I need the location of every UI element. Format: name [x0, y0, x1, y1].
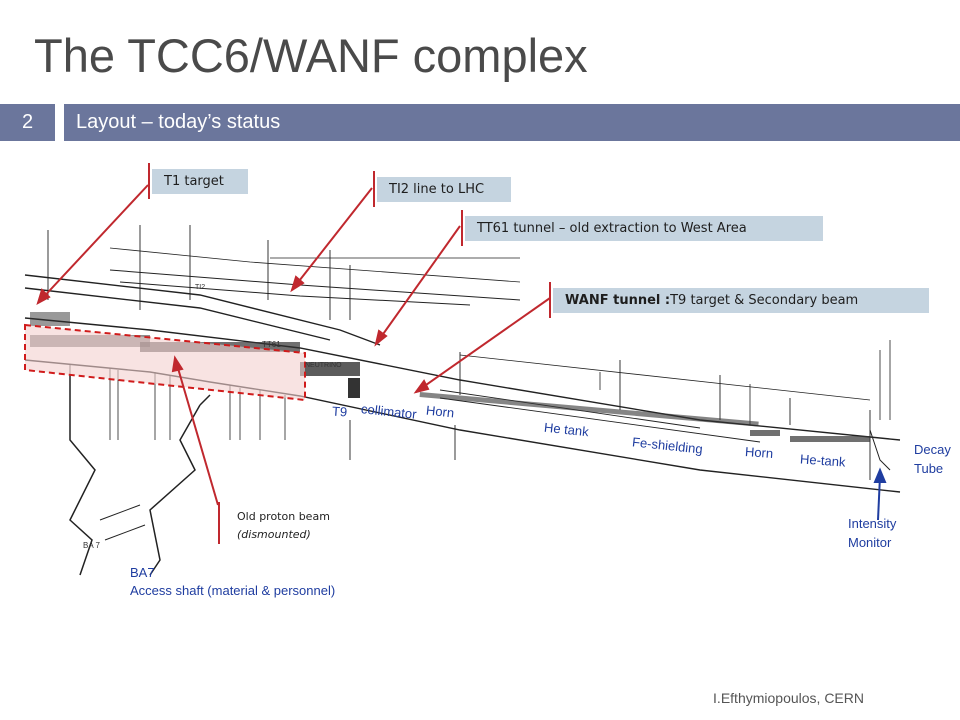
callout-tt61-text: TT61 tunnel – old extraction to West Are…: [477, 221, 747, 236]
callout-wanf-rest: T9 target & Secondary beam: [670, 293, 859, 308]
drawing-label-ba7: BA 7: [83, 541, 100, 550]
label-tube: Tube: [914, 461, 944, 476]
section-header-text: Layout – today’s status: [76, 111, 281, 133]
label-monitor: Monitor: [848, 535, 892, 550]
callout-wanf-bold: WANF tunnel :: [565, 293, 671, 308]
old-beam-line1: Old proton beam: [237, 510, 330, 523]
callout-t1-text: T1 target: [164, 174, 224, 189]
callout-marker: [148, 163, 150, 199]
old-proton-beam-highlight: [24, 323, 306, 402]
callout-ti2-line: TI2 line to LHC: [373, 171, 511, 207]
drawing-label-neutrino: NEUTRINO: [305, 362, 342, 369]
callout-ti2-text: TI2 line to LHC: [389, 182, 485, 197]
drawing-label-tt61: TT61: [262, 340, 281, 349]
label-he-tank-2: He-tank: [799, 451, 846, 470]
label-horn-2: Horn: [744, 444, 774, 461]
footer-author: I.Efthymiopoulos, CERN: [713, 690, 864, 706]
callout-tt61-tunnel: TT61 tunnel – old extraction to West Are…: [461, 210, 823, 246]
slide-title: The TCC6/WANF complex: [34, 29, 588, 82]
callout-marker: [373, 171, 375, 207]
drawing-label-ti2: TI2: [195, 284, 205, 291]
old-beam-marker: [218, 502, 220, 544]
old-proton-beam-label: Old proton beam (dismounted): [237, 508, 330, 544]
label-decay: Decay: [914, 442, 951, 457]
slide-number: 2: [0, 104, 55, 141]
label-t9: T9: [331, 403, 348, 420]
callout-marker: [549, 282, 551, 318]
label-ba7: BA7: [130, 565, 155, 580]
callout-marker: [461, 210, 463, 246]
label-horn-1: Horn: [425, 402, 455, 421]
callout-t1-target: T1 target: [148, 163, 248, 199]
section-header-bar: Layout – today’s status: [64, 104, 960, 141]
callout-wanf-tunnel: WANF tunnel : T9 target & Secondary beam: [549, 282, 929, 318]
label-access-shaft: Access shaft (material & personnel): [130, 583, 336, 598]
label-intensity: Intensity: [848, 516, 897, 531]
old-beam-line2: (dismounted): [237, 528, 311, 541]
